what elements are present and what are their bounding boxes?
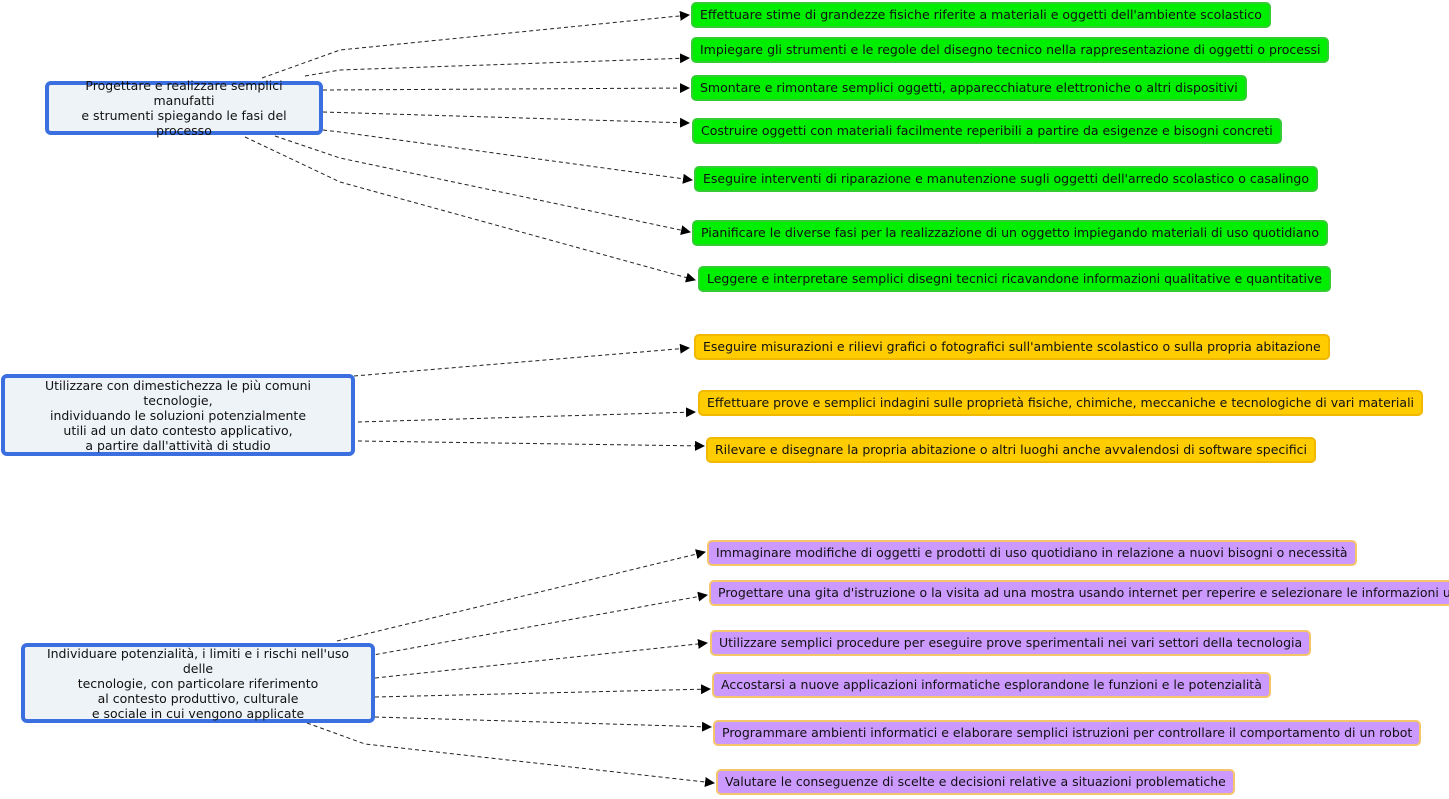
main-node-label: Progettare e realizzare semplici manufat… — [81, 78, 287, 138]
connector-arrow — [336, 549, 706, 642]
leaf-node[interactable]: Eseguire interventi di riparazione e man… — [694, 166, 1318, 192]
main-node-individuare[interactable]: Individuare potenzialità, i limiti e i r… — [21, 643, 375, 723]
leaf-node[interactable]: Programmare ambienti informatici e elabo… — [713, 720, 1422, 746]
leaf-node[interactable]: Costruire oggetti con materiali facilmen… — [692, 118, 1282, 144]
main-node-utilizzare[interactable]: Utilizzare con dimestichezza le più comu… — [1, 374, 355, 456]
leaf-node[interactable]: Immaginare modifiche di oggetti e prodot… — [707, 540, 1357, 566]
connector-arrow — [304, 53, 690, 77]
main-node-label: Individuare potenzialità, i limiti e i r… — [46, 645, 350, 721]
main-node-label: Utilizzare con dimestichezza le più comu… — [44, 377, 312, 453]
leaf-node[interactable]: Progettare una gita d'istruzione o la vi… — [709, 580, 1449, 606]
leaf-node[interactable]: Valutare le conseguenze di scelte e deci… — [716, 769, 1235, 795]
main-node-progettare[interactable]: Progettare e realizzare semplici manufat… — [45, 78, 323, 138]
connector-arrow — [374, 638, 708, 679]
leaf-node[interactable]: Rilevare e disegnare la propria abitazio… — [706, 437, 1316, 463]
leaf-node[interactable]: Impiegare gli strumenti e le regole del … — [691, 37, 1330, 63]
leaf-node[interactable]: Smontare e rimontare semplici oggetti, a… — [691, 75, 1247, 101]
leaf-node[interactable]: Effettuare prove e semplici indagini sul… — [698, 390, 1424, 416]
connector-arrow — [306, 722, 715, 787]
connector-arrow — [357, 407, 696, 423]
connector-arrow — [244, 136, 696, 283]
connector-arrow — [353, 343, 690, 377]
leaf-node[interactable]: Eseguire misurazioni e rilievi grafici o… — [694, 334, 1330, 360]
leaf-node[interactable]: Pianificare le diverse fasi per la reali… — [692, 220, 1328, 246]
connector-arrow — [322, 129, 693, 184]
connector-arrow — [361, 591, 708, 658]
connector-arrow — [374, 684, 711, 698]
leaf-node[interactable]: Leggere e interpretare semplici disegni … — [698, 266, 1332, 292]
leaf-node[interactable]: Utilizzare semplici procedure per esegui… — [710, 630, 1312, 656]
connector-arrow — [357, 440, 705, 451]
connector-arrow — [322, 111, 690, 128]
leaf-node[interactable]: Accostarsi a nuove applicazioni informat… — [712, 672, 1271, 698]
connector-arrow — [322, 83, 690, 94]
connector-arrow — [274, 135, 691, 236]
connector-arrow — [261, 10, 690, 79]
connector-arrow — [374, 716, 712, 732]
leaf-node[interactable]: Effettuare stime di grandezze fisiche ri… — [691, 2, 1271, 28]
